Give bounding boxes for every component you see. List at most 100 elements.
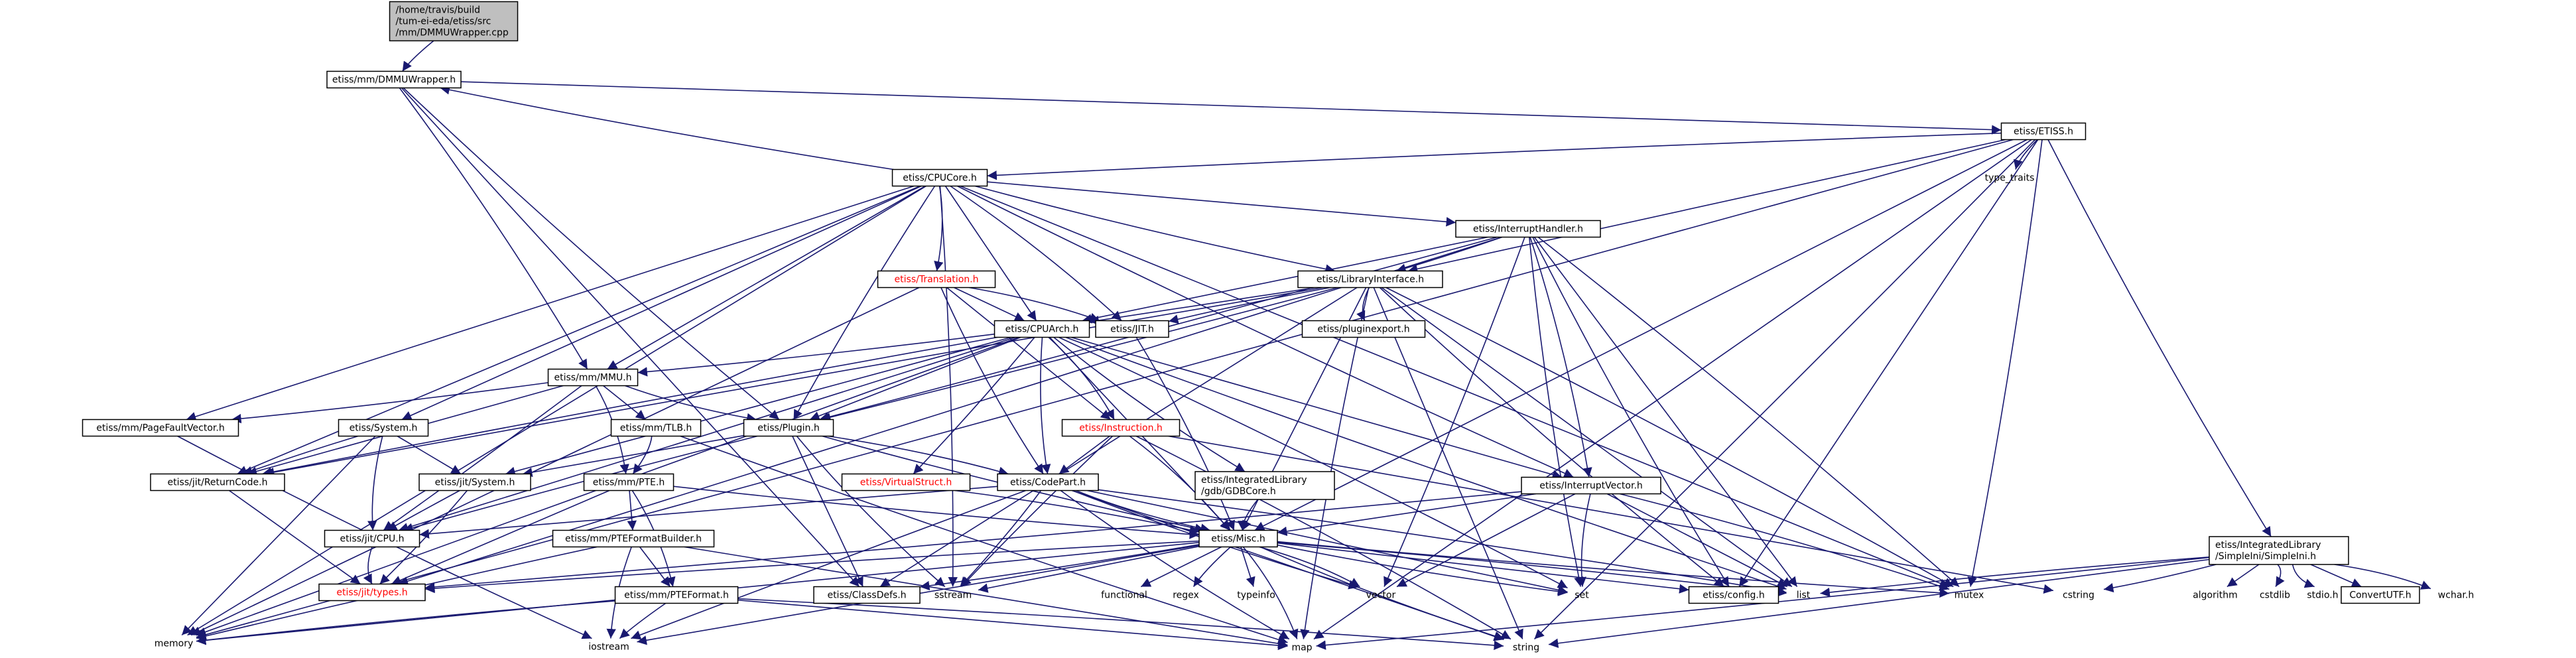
node-tlb[interactable]: etiss/mm/TLB.h: [610, 419, 702, 437]
node-codepart[interactable]: etiss/CodePart.h: [997, 473, 1099, 492]
edge-misch-to-classdefs: [919, 544, 1200, 591]
node-intvec[interactable]: etiss/InterruptVector.h: [1521, 476, 1661, 495]
node-pfv[interactable]: etiss/mm/PageFaultVector.h: [82, 419, 239, 437]
edge-libiface-to-string: [1373, 287, 1523, 639]
node-label: etiss/mm/PTE.h: [593, 478, 665, 488]
node-dmmu[interactable]: etiss/mm/DMMUWrapper.h: [326, 70, 462, 89]
node-box: [997, 473, 1099, 492]
edge-inthandler-to-mutex: [1537, 236, 1960, 588]
node-box: [1688, 586, 1779, 604]
edge-misch-to-map: [1242, 546, 1299, 639]
node-instr[interactable]: etiss/Instruction.h: [1061, 419, 1181, 437]
node-label: etiss/Misc.h: [1211, 534, 1265, 545]
node-label: etiss/CPUArch.h: [1005, 324, 1079, 335]
edge-systemh-to-jitcpu: [367, 436, 383, 531]
edge-pteh-to-ptefb: [627, 490, 637, 531]
node-map: map: [1291, 643, 1312, 653]
edge-jitsystem-to-jitcpu: [387, 490, 460, 531]
node-translation[interactable]: etiss/Translation.h: [877, 270, 996, 289]
edge-cpucore-to-libiface: [974, 185, 1336, 274]
edge-jitcpu-to-jittypes: [363, 547, 373, 584]
edge-mmuh-to-pfv: [231, 382, 548, 424]
node-label: etiss/mm/PageFaultVector.h: [96, 423, 224, 434]
node-label: etiss/IntegratedLibrary: [2215, 540, 2321, 551]
node-label: set: [1575, 590, 1589, 601]
node-vstruct[interactable]: etiss/VirtualStruct.h: [841, 473, 971, 492]
edge-etissh-to-map: [1313, 139, 2032, 640]
node-box: [326, 70, 462, 89]
edge-simpleini-to-cstring: [2103, 564, 2217, 593]
node-ptefb[interactable]: etiss/mm/PTEFormatBuilder.h: [552, 529, 715, 548]
edge-misch-to-vector: [1259, 546, 1360, 588]
node-gdbcore[interactable]: etiss/IntegratedLibrary/gdb/GDBCore.h: [1194, 471, 1335, 500]
node-stdio: stdio.h: [2307, 590, 2338, 601]
edge-ptef-to-memory: [196, 600, 615, 645]
edge-libiface-to-pluginh: [820, 287, 1338, 423]
edge-jith-to-misch: [1135, 337, 1235, 531]
node-box: [338, 419, 429, 437]
node-label: stdio.h: [2307, 590, 2338, 601]
edge-dmmu-to-mmuh: [399, 88, 588, 369]
edge-ptef-to-map: [738, 599, 1288, 651]
node-cstring: cstring: [2063, 590, 2094, 601]
node-systemh[interactable]: etiss/System.h: [338, 419, 429, 437]
node-convertutf[interactable]: ConvertUTF.h: [2341, 586, 2420, 604]
node-label: algorithm: [2193, 590, 2238, 601]
node-label: list: [1797, 590, 1811, 601]
edge-misch-to-regex: [1192, 546, 1231, 587]
node-list: list: [1797, 590, 1811, 601]
edge-simpleini-to-convertutf: [2310, 564, 2362, 588]
node-label: etiss/mm/TLB.h: [620, 423, 692, 434]
node-label: etiss/InterruptVector.h: [1539, 481, 1643, 492]
node-libiface[interactable]: etiss/LibraryInterface.h: [1297, 270, 1443, 289]
node-jith[interactable]: etiss/JIT.h: [1095, 320, 1169, 338]
node-box: [994, 320, 1090, 338]
edge-ptef-to-iostream: [619, 602, 667, 639]
node-label: etiss/mm/PTEFormat.h: [624, 590, 729, 601]
node-box: [1297, 270, 1443, 289]
node-etissh[interactable]: etiss/ETISS.h: [2000, 122, 2087, 141]
edge-cpuarch-to-set: [1059, 336, 1568, 589]
node-box: [877, 270, 996, 289]
node-ptef[interactable]: etiss/mm/PTEFormat.h: [614, 586, 739, 604]
node-jittypes[interactable]: etiss/jit/types.h: [318, 583, 426, 602]
node-label: etiss/Instruction.h: [1079, 423, 1163, 434]
node-retcode[interactable]: etiss/jit/ReturnCode.h: [150, 473, 285, 492]
node-pluginh[interactable]: etiss/Plugin.h: [743, 419, 834, 437]
node-classdefs[interactable]: etiss/ClassDefs.h: [813, 586, 921, 604]
edge-translation-to-instr: [946, 287, 1111, 421]
node-pluginexport[interactable]: etiss/pluginexport.h: [1301, 320, 1426, 338]
node-pteh[interactable]: etiss/mm/PTE.h: [583, 473, 675, 492]
node-label: etiss/mm/PTEFormatBuilder.h: [565, 534, 702, 545]
node-misch[interactable]: etiss/Misc.h: [1198, 529, 1278, 548]
edge-cpucore-to-inthandler: [987, 181, 1456, 227]
edge-misch-to-jittypes: [424, 540, 1200, 594]
node-simpleini[interactable]: etiss/IntegratedLibrary/SimpleIni/Simple…: [2209, 536, 2349, 565]
node-cpuarch[interactable]: etiss/CPUArch.h: [994, 320, 1090, 338]
node-box: [324, 529, 420, 548]
node-label: etiss/jit/CPU.h: [340, 534, 404, 545]
edge-codepart-to-list: [1098, 489, 1787, 596]
node-inthandler[interactable]: etiss/InterruptHandler.h: [1455, 220, 1601, 238]
edge-cpuarch-to-intvec: [1070, 336, 1563, 480]
edge-retcode-to-jittypes: [229, 490, 361, 585]
node-label: etiss/IntegratedLibrary: [1201, 475, 1307, 486]
edge-inthandler-to-intvec: [1529, 237, 1592, 478]
node-mmuh[interactable]: etiss/mm/MMU.h: [547, 368, 639, 387]
edge-inthandler-to-set: [1529, 237, 1584, 587]
edge-pluginh-to-jitsystem: [522, 434, 744, 478]
node-cpucore[interactable]: etiss/CPUCore.h: [891, 168, 988, 187]
edge-codepart-to-set: [1087, 490, 1568, 595]
edge-cpucore-to-dmmu: [440, 85, 894, 170]
node-box: [1061, 419, 1181, 437]
edge-simpleini-to-string: [1548, 559, 2210, 648]
node-label: etiss/ClassDefs.h: [827, 590, 906, 601]
node-config[interactable]: etiss/config.h: [1688, 586, 1779, 604]
node-root[interactable]: /home/travis/build/tum-ei-eda/etiss/src/…: [389, 1, 519, 42]
node-jitsystem[interactable]: etiss/jit/System.h: [419, 473, 531, 492]
node-box: [1301, 320, 1426, 338]
node-jitcpu[interactable]: etiss/jit/CPU.h: [324, 529, 420, 548]
edge-intvec-to-set: [1577, 494, 1591, 587]
node-box: [1095, 320, 1169, 338]
node-label: /mm/DMMUWrapper.cpp: [396, 28, 509, 38]
